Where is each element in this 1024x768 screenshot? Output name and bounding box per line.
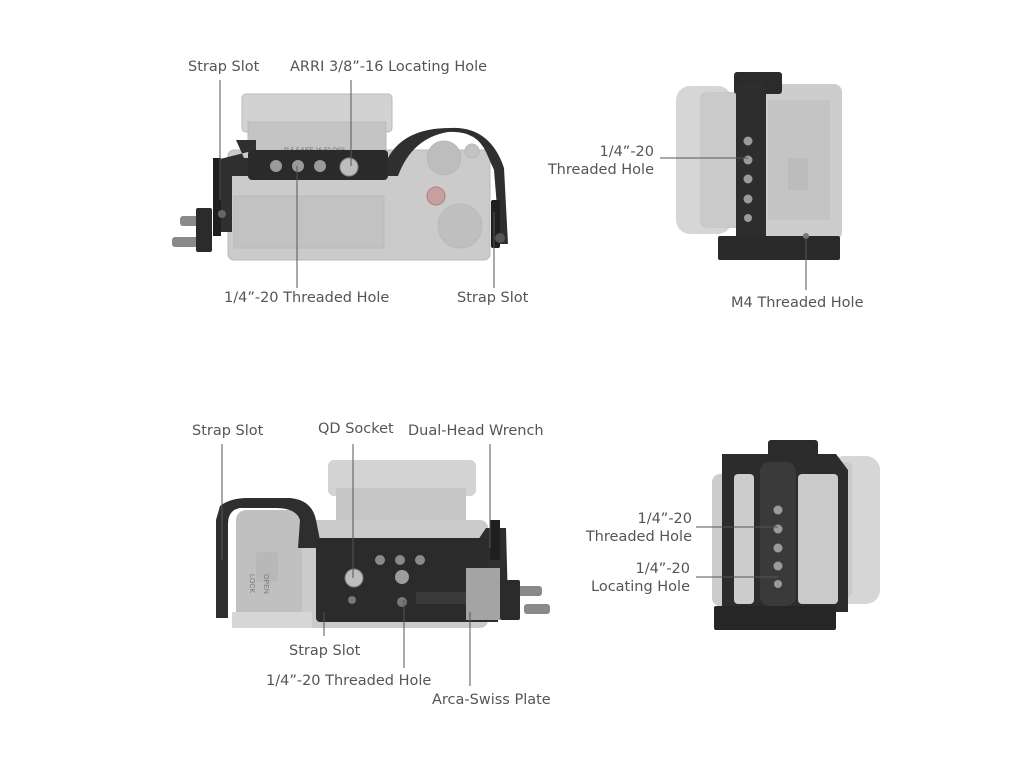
side-view-right: [696, 440, 880, 630]
bottom-view: OPEN LOCK: [216, 444, 550, 686]
top-view-leaders: [219, 80, 495, 288]
door-label-open: OPEN: [262, 574, 269, 594]
callout-bottom-qd-socket: QD Socket: [318, 421, 394, 437]
callout-side-right-threaded-hole: 1/4”-20 Threaded Hole: [572, 510, 692, 546]
callout-side-right-threaded-hole-line2: Threaded Hole: [585, 529, 692, 545]
callout-side-left-m4-hole: M4 Threaded Hole: [731, 295, 864, 311]
door-label-lock: LOCK: [248, 574, 255, 593]
callout-bottom-strap-slot: Strap Slot: [289, 643, 361, 659]
callout-bottom-threaded-hole: 1/4”-20 Threaded Hole: [266, 673, 432, 689]
side-left-leaders: [660, 157, 807, 290]
callout-bottom-arca-swiss-plate: Arca-Swiss Plate: [432, 692, 551, 708]
callout-side-left-threaded-hole-line2: Threaded Hole: [547, 162, 654, 178]
callout-top-strap-slot-right: Strap Slot: [457, 290, 529, 306]
top-view: f3.5-5.6/FE 16-50 OSS: [172, 80, 508, 288]
callout-top-threaded-hole: 1/4”-20 Threaded Hole: [224, 290, 390, 306]
side-right-cage: [714, 440, 848, 630]
callout-side-left-threaded-hole-line1: 1/4”-20: [599, 144, 654, 160]
bottom-view-leaders: [221, 444, 491, 686]
callout-side-left-threaded-hole: 1/4”-20 Threaded Hole: [540, 143, 654, 179]
callout-side-right-threaded-hole-line1: 1/4”-20: [637, 511, 692, 527]
callout-top-arri-locating-hole: ARRI 3/8”-16 Locating Hole: [290, 59, 488, 75]
side-left-camera: [676, 84, 842, 240]
top-view-cage: [172, 127, 508, 252]
bottom-view-cage: [216, 498, 550, 622]
callout-bottom-dual-head-wrench: Dual-Head Wrench: [408, 423, 544, 439]
callout-side-right-locating-hole-line2: Locating Hole: [591, 579, 690, 595]
side-left-cage: [718, 72, 840, 260]
callout-bottom-strap-slot-left: Strap Slot: [192, 423, 264, 439]
side-right-leaders: [696, 526, 778, 578]
side-view-left: [660, 72, 842, 290]
callout-top-strap-slot-left: Strap Slot: [188, 59, 260, 75]
callout-side-right-locating-hole: 1/4”-20 Locating Hole: [572, 560, 690, 596]
callout-side-right-locating-hole-line1: 1/4”-20: [635, 561, 690, 577]
